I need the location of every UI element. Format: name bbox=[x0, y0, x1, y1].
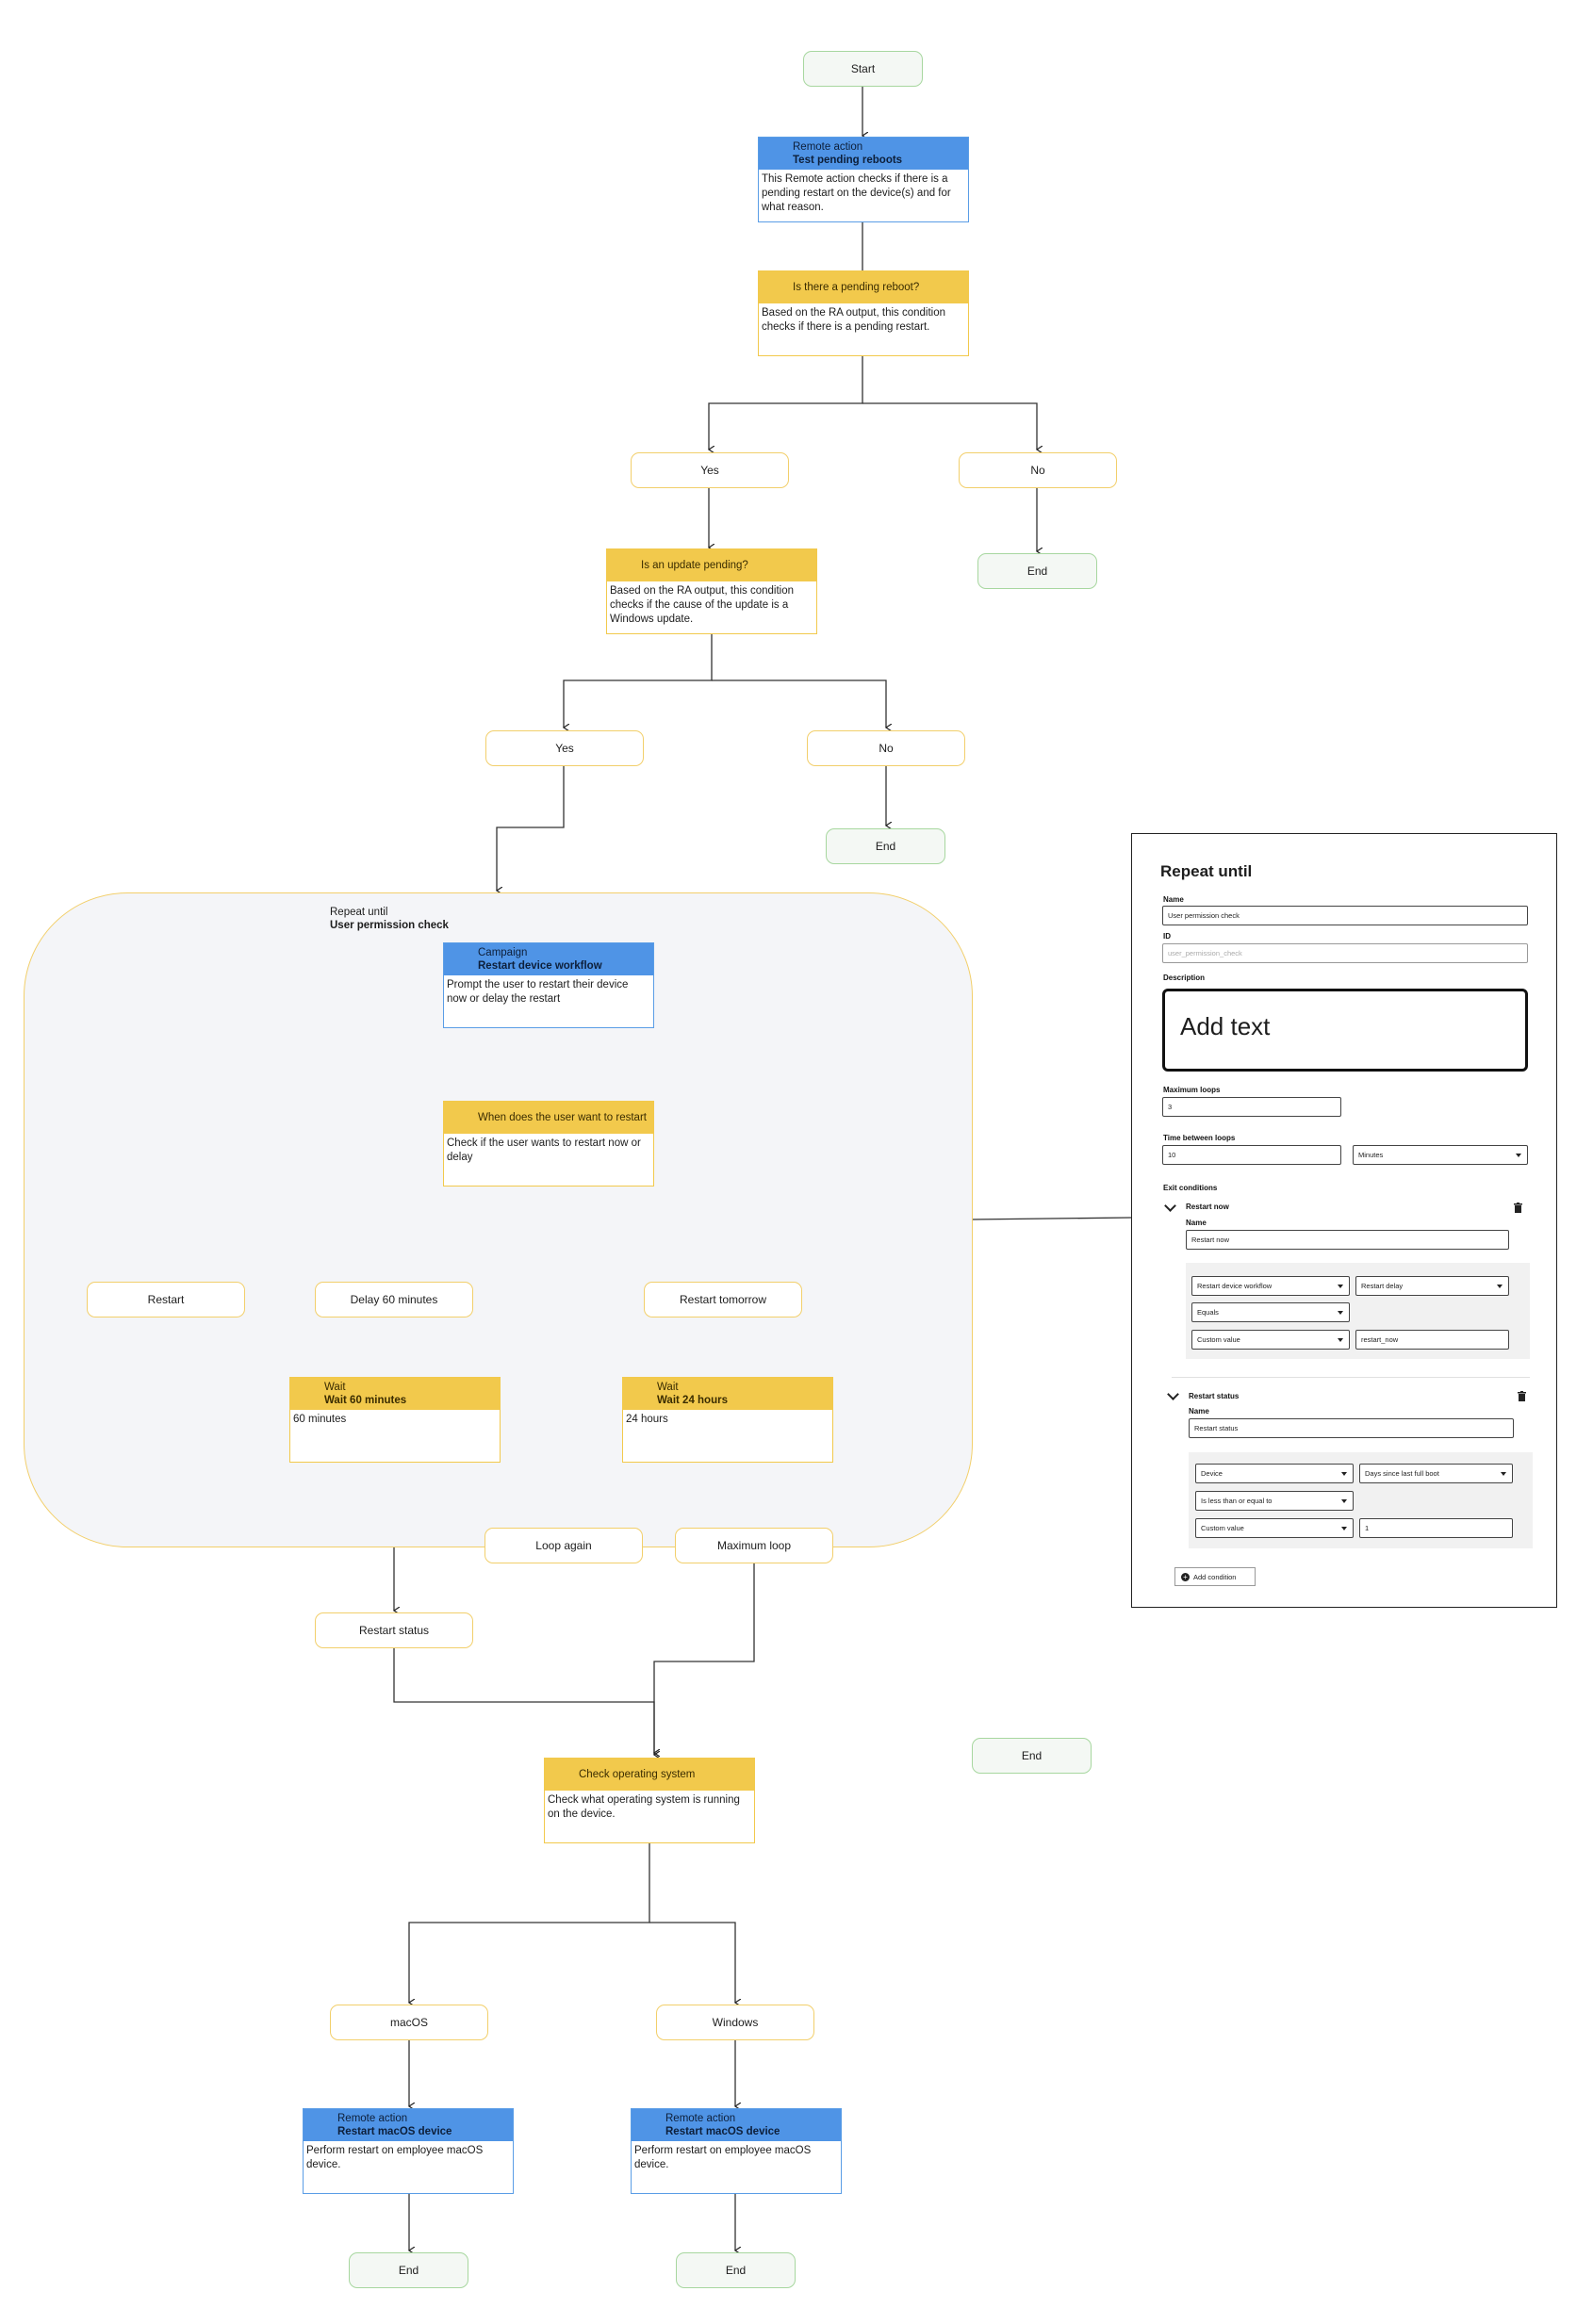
loop-label: Repeat until User permission check bbox=[330, 907, 449, 931]
card-description: Based on the RA output, this condition c… bbox=[762, 307, 945, 333]
branch-restart[interactable]: Restart bbox=[87, 1282, 245, 1317]
end-node-mac[interactable]: End bbox=[349, 2252, 468, 2288]
chevron-down-icon bbox=[1341, 1472, 1347, 1476]
branch-no-1[interactable]: No bbox=[959, 452, 1117, 488]
plus-icon: + bbox=[1181, 1572, 1190, 1581]
card-description: Based on the RA output, this condition c… bbox=[610, 585, 794, 625]
card-description: Perform restart on employee macOS device… bbox=[634, 2145, 812, 2170]
chevron-down-icon bbox=[1341, 1527, 1347, 1530]
divider bbox=[1172, 1377, 1530, 1378]
condition-name-label: Name bbox=[1186, 1219, 1207, 1227]
branch-no-2[interactable]: No bbox=[807, 730, 965, 766]
branch-yes-2[interactable]: Yes bbox=[485, 730, 644, 766]
name-label: Name bbox=[1163, 895, 1184, 904]
restart-status-node[interactable]: Restart status bbox=[315, 1612, 473, 1648]
card-header: Check operating system bbox=[545, 1759, 754, 1791]
chevron-down-icon bbox=[1501, 1472, 1506, 1476]
branch-delay-60-minutes[interactable]: Delay 60 minutes bbox=[315, 1282, 473, 1317]
id-input[interactable]: user_permission_check bbox=[1162, 943, 1528, 963]
branch-macos[interactable]: macOS bbox=[330, 2005, 488, 2040]
condition-check-os[interactable]: Check operating system Check what operat… bbox=[544, 1758, 755, 1843]
chevron-down-icon bbox=[1338, 1285, 1343, 1288]
branch-yes-1[interactable]: Yes bbox=[631, 452, 789, 488]
value-type-select[interactable]: Custom value bbox=[1191, 1330, 1350, 1350]
card-description: 60 minutes bbox=[293, 1414, 347, 1425]
condition-title: Restart now bbox=[1186, 1203, 1229, 1211]
value-input[interactable]: restart_now bbox=[1355, 1330, 1509, 1350]
panel-title: Repeat until bbox=[1160, 862, 1253, 880]
card-header: Is an update pending? bbox=[607, 549, 816, 581]
value-type-select[interactable]: Custom value bbox=[1195, 1518, 1354, 1538]
name-input[interactable]: User permission check bbox=[1162, 906, 1528, 925]
max-loops-input[interactable]: 3 bbox=[1162, 1097, 1341, 1117]
branch-windows[interactable]: Windows bbox=[656, 2005, 814, 2040]
end-node-2[interactable]: End bbox=[826, 828, 945, 864]
card-description: Check if the user wants to restart now o… bbox=[447, 1137, 641, 1163]
field-select[interactable]: Restart delay bbox=[1355, 1276, 1509, 1296]
condition-name-label: Name bbox=[1189, 1407, 1209, 1416]
chevron-down-icon bbox=[1341, 1499, 1347, 1503]
card-header: When does the user want to restart bbox=[444, 1102, 653, 1134]
chevron-down-icon bbox=[1516, 1154, 1521, 1157]
end-node-1[interactable]: End bbox=[977, 553, 1097, 589]
chevron-down-icon bbox=[1338, 1311, 1343, 1315]
exit-conditions-label: Exit conditions bbox=[1163, 1184, 1218, 1192]
time-between-loops-input[interactable]: 10 bbox=[1162, 1145, 1341, 1165]
chevron-down-icon bbox=[1497, 1285, 1503, 1288]
trash-icon[interactable] bbox=[1518, 1391, 1526, 1401]
collapse-chevron-icon[interactable] bbox=[1164, 1200, 1176, 1212]
description-label: Description bbox=[1163, 974, 1206, 982]
card-description: 24 hours bbox=[626, 1414, 668, 1425]
chevron-down-icon bbox=[1338, 1338, 1343, 1342]
value-input[interactable]: 1 bbox=[1359, 1518, 1513, 1538]
operator-select[interactable]: Equals bbox=[1191, 1302, 1350, 1322]
condition-when-restart[interactable]: When does the user want to restart Check… bbox=[443, 1101, 654, 1187]
end-node-floating[interactable]: End bbox=[972, 1738, 1092, 1774]
branch-restart-tomorrow[interactable]: Restart tomorrow bbox=[644, 1282, 802, 1317]
max-loops-label: Maximum loops bbox=[1163, 1086, 1221, 1094]
operator-select[interactable]: Is less than or equal to bbox=[1195, 1491, 1354, 1511]
loop-again-node[interactable]: Loop again bbox=[484, 1528, 643, 1563]
card-description: Perform restart on employee macOS device… bbox=[306, 2145, 484, 2170]
card-description: This Remote action checks if there is a … bbox=[762, 173, 951, 213]
collapse-chevron-icon[interactable] bbox=[1167, 1388, 1179, 1400]
condition-name-input[interactable]: Restart now bbox=[1186, 1230, 1509, 1250]
condition-pending-reboot[interactable]: Is there a pending reboot? Based on the … bbox=[758, 270, 969, 356]
condition-title: Restart status bbox=[1189, 1392, 1240, 1400]
card-header: Is there a pending reboot? bbox=[759, 271, 968, 303]
maximum-loop-node[interactable]: Maximum loop bbox=[675, 1528, 833, 1563]
source-select[interactable]: Restart device workflow bbox=[1191, 1276, 1350, 1296]
repeat-until-panel: Repeat until Name User permission check … bbox=[1131, 833, 1557, 1608]
description-input[interactable]: Add text bbox=[1162, 989, 1528, 1072]
condition-update-pending[interactable]: Is an update pending? Based on the RA ou… bbox=[606, 548, 817, 634]
source-select[interactable]: Device bbox=[1195, 1464, 1354, 1483]
time-unit-select[interactable]: Minutes bbox=[1353, 1145, 1528, 1165]
id-label: ID bbox=[1163, 932, 1171, 941]
time-between-loops-label: Time between loops bbox=[1163, 1134, 1236, 1142]
card-description: Prompt the user to restart their device … bbox=[447, 979, 629, 1005]
card-description: Check what operating system is running o… bbox=[548, 1794, 740, 1820]
add-condition-button[interactable]: +Add condition bbox=[1174, 1567, 1256, 1586]
end-node-windows[interactable]: End bbox=[676, 2252, 796, 2288]
trash-icon[interactable] bbox=[1514, 1203, 1522, 1213]
condition-name-input[interactable]: Restart status bbox=[1189, 1418, 1514, 1438]
start-node[interactable]: Start bbox=[803, 51, 923, 87]
field-select[interactable]: Days since last full boot bbox=[1359, 1464, 1513, 1483]
